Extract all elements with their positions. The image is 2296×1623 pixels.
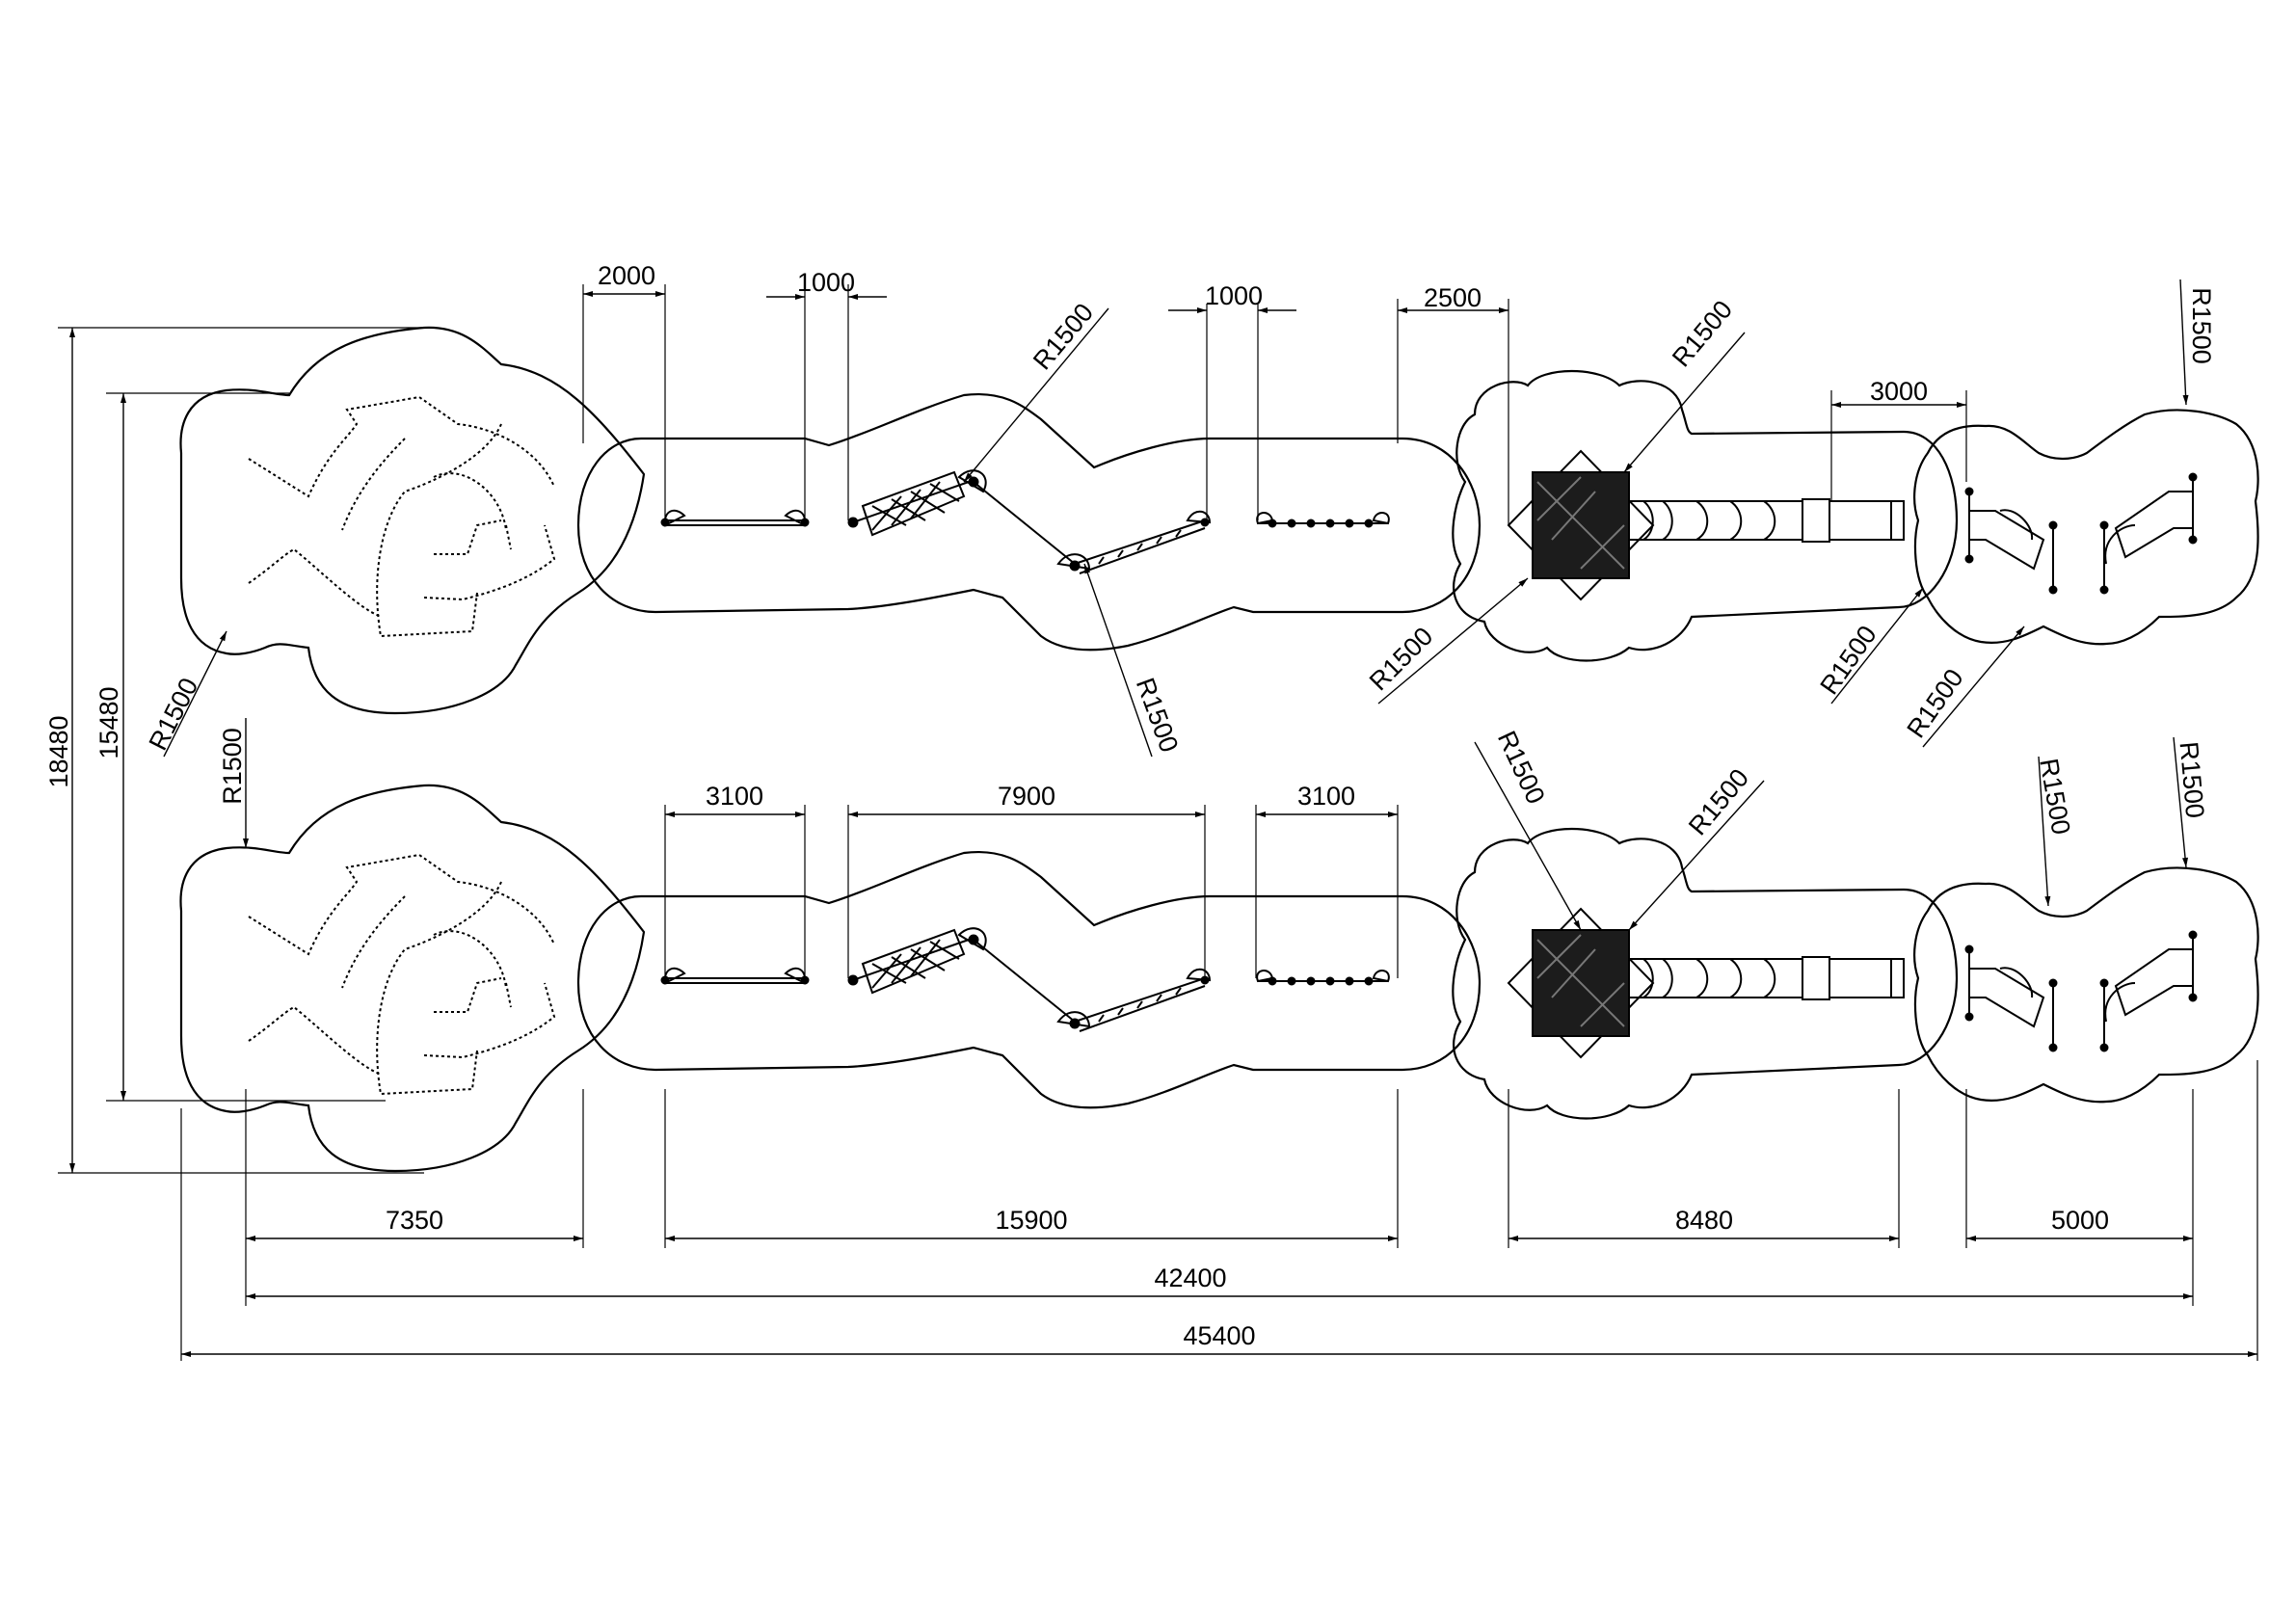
radius-label: R1500: [1815, 621, 1882, 700]
radius-label: R1500: [2187, 287, 2216, 364]
dim-tower-slide: 8480: [1675, 1206, 1733, 1235]
dim-equipment-length: 42400: [1154, 1264, 1226, 1292]
dim-span-c: 3100: [1297, 782, 1355, 811]
bottom-row-dimensions: 3100 7900 3100: [664, 782, 1399, 978]
dim-total-length: 45400: [1183, 1321, 1255, 1350]
dim-gap-b: 1000: [797, 268, 855, 297]
equipment-row-top: [179, 326, 2259, 715]
radius-label: R1500: [1131, 674, 1184, 756]
dim-total-height: 18480: [44, 715, 73, 787]
top-row-dimensions: 2000 1000 1000 2500 3000: [582, 261, 1967, 525]
equipment-row-bottom: [179, 784, 2259, 1173]
dim-span-b: 7900: [998, 782, 1055, 811]
dim-gap-d: 2500: [1424, 283, 1482, 312]
dim-rope-zone: 7350: [386, 1206, 443, 1235]
radius-label: R1500: [1667, 295, 1738, 372]
dim-span-a: 3100: [706, 782, 763, 811]
radius-label: R1500: [144, 674, 204, 756]
dim-equipment-height: 15480: [94, 686, 123, 758]
dim-spinners: 5000: [2051, 1206, 2109, 1235]
radius-label: R1500: [1492, 727, 1551, 809]
dim-gap-e: 3000: [1870, 377, 1928, 406]
dim-balance-course: 15900: [995, 1206, 1067, 1235]
dim-gap-a: 2000: [598, 261, 655, 290]
dim-gap-c: 1000: [1205, 281, 1263, 310]
radius-label: R1500: [218, 728, 247, 805]
overall-dimensions: 7350 15900 8480 5000 42400 45400 18480 1…: [44, 327, 2258, 1361]
radius-label: R1500: [2175, 740, 2210, 819]
radius-label: R1500: [2034, 757, 2075, 838]
